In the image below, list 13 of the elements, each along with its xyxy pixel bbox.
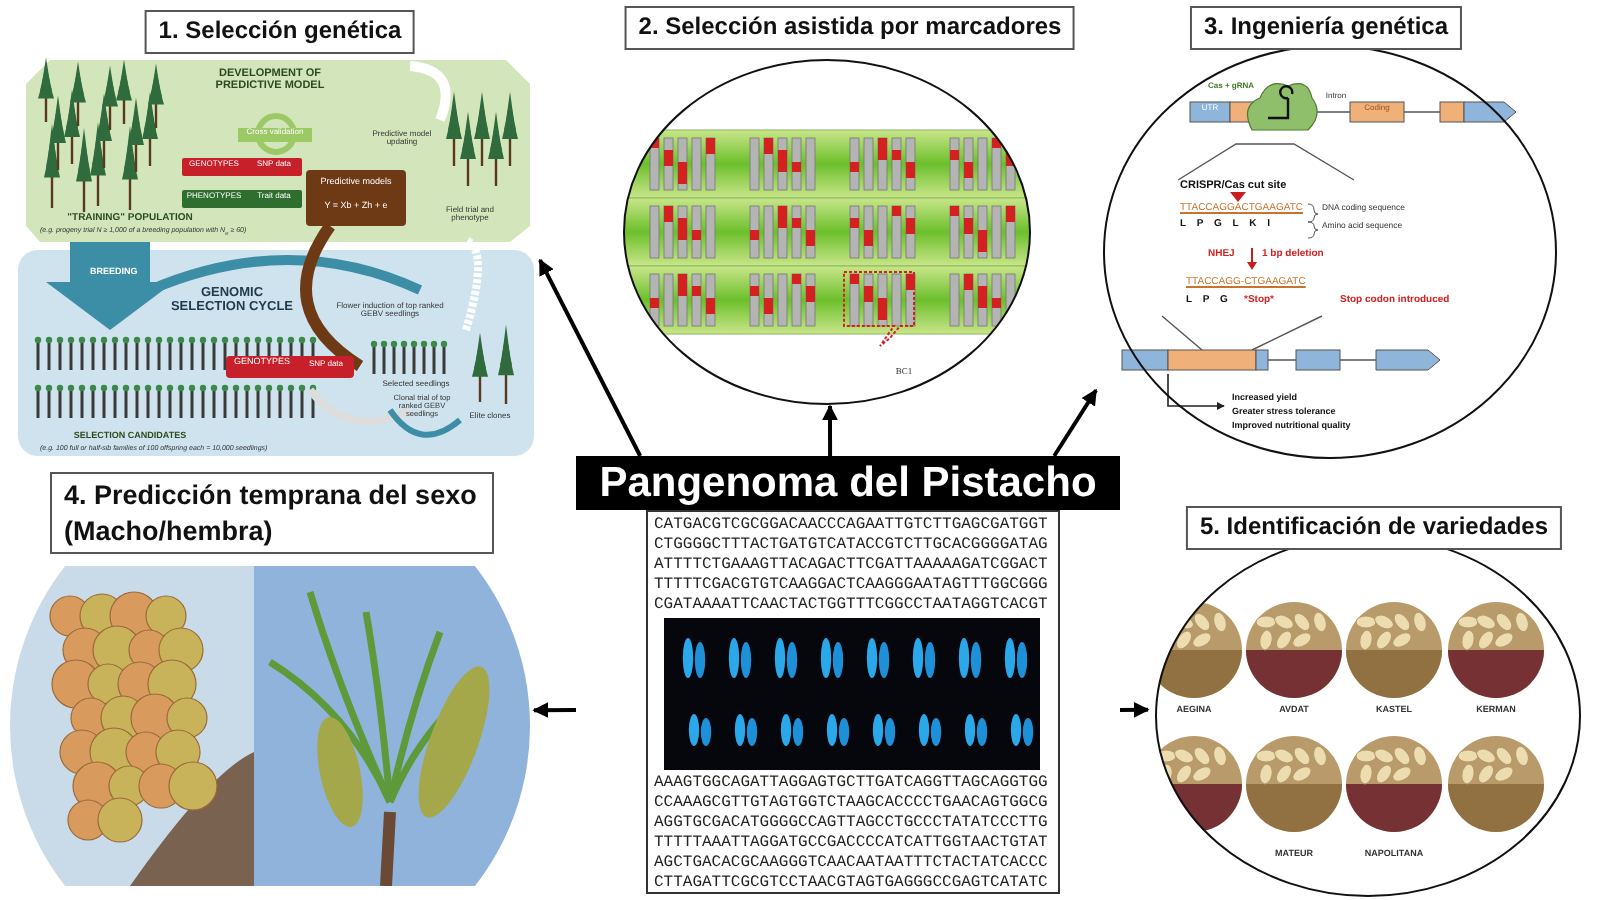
- panel-title: 1. Selección genética: [144, 10, 416, 54]
- panel-title: 5. Identificación de variedades: [1185, 506, 1563, 550]
- arrow: [532, 702, 576, 719]
- panel-title: 2. Selección asistida por marcadores: [624, 6, 1076, 50]
- title-banner: Pangenoma del Pistacho: [576, 456, 1120, 510]
- arrow: [1120, 701, 1150, 718]
- arrow: [822, 404, 838, 456]
- arrow: [1052, 388, 1098, 458]
- panel-title: 3. Ingeniería genética: [1189, 6, 1463, 50]
- panel-title: 4. Predicción temprana del sexo (Macho/hembra): [50, 472, 494, 555]
- arrow: [538, 258, 642, 457]
- dna-sequence-text: CATGACGTCGCGGACAACCCAGAATTGTCTTGAGCGATGGT CTGGGGCTTTACTGATGTCATACCGTCTTGCACGGGGATAG ATTTTCTGAAAGTTACAGACTTCGATTAAAAAGATCGGACT TTTTTCGACGTGTCAAGGACTCAAGGGAATAGTTTGGCGGG CGATAAAATTCAACTACTGGTTTCGGCCTAATAGGTCACGT: [654, 516, 1050, 616]
- dna-sequence-text: AAAGTGGCAGATTAGGAGTGCTTGATCAGGTTAGCAGGTGG CCAAAGCGTTGTAGTGGTCTAAGCACCCCTGAACAGTGGCG AGGTGCGACATGGGGCCAGTTAGCCTGCCCTATATCCCTTG TTTTTAAATTAGGATGCCGACCCCATCATTGGTAACTGTAT AGCTGACACGCAAGGGTCAACAATAATTTCTACTATCACCC CTTAGATTCGCGTCCTAACGTAGTGAGGGCCGAGTCATATC: [654, 774, 1050, 892]
